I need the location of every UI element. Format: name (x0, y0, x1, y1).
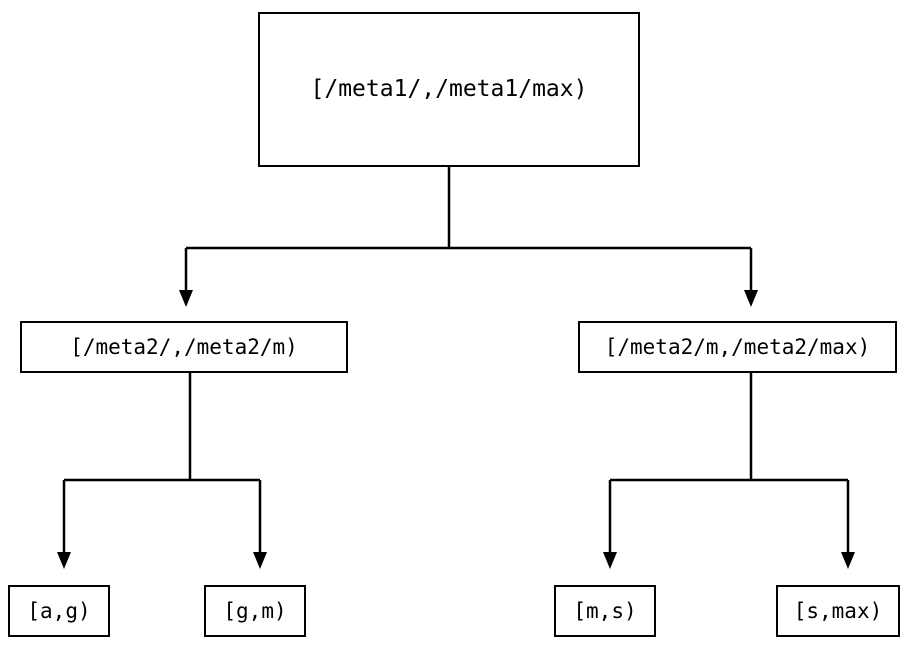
arrowhead-mid-left-icon (179, 290, 193, 307)
node-root[interactable]: [/meta1/,/meta1/max) (258, 12, 640, 167)
node-mid-right-label: [/meta2/m,/meta2/max) (604, 334, 871, 359)
arrowhead-leaf-2-icon (253, 552, 267, 569)
node-leaf-3[interactable]: [m,s) (554, 585, 656, 637)
node-leaf-3-label: [m,s) (573, 598, 637, 623)
node-leaf-4[interactable]: [s,max) (776, 585, 900, 637)
arrowhead-leaf-1-icon (57, 552, 71, 569)
node-mid-right[interactable]: [/meta2/m,/meta2/max) (578, 321, 897, 373)
node-leaf-1[interactable]: [a,g) (8, 585, 110, 637)
node-mid-left-label: [/meta2/,/meta2/m) (70, 334, 298, 359)
node-leaf-2[interactable]: [g,m) (204, 585, 306, 637)
arrowhead-leaf-4-icon (841, 552, 855, 569)
node-leaf-4-label: [s,max) (793, 598, 883, 623)
arrowhead-mid-right-icon (744, 290, 758, 307)
arrowhead-leaf-3-icon (603, 552, 617, 569)
node-root-label: [/meta1/,/meta1/max) (310, 76, 588, 102)
node-leaf-2-label: [g,m) (223, 598, 287, 623)
node-mid-left[interactable]: [/meta2/,/meta2/m) (20, 321, 348, 373)
node-leaf-1-label: [a,g) (27, 598, 91, 623)
